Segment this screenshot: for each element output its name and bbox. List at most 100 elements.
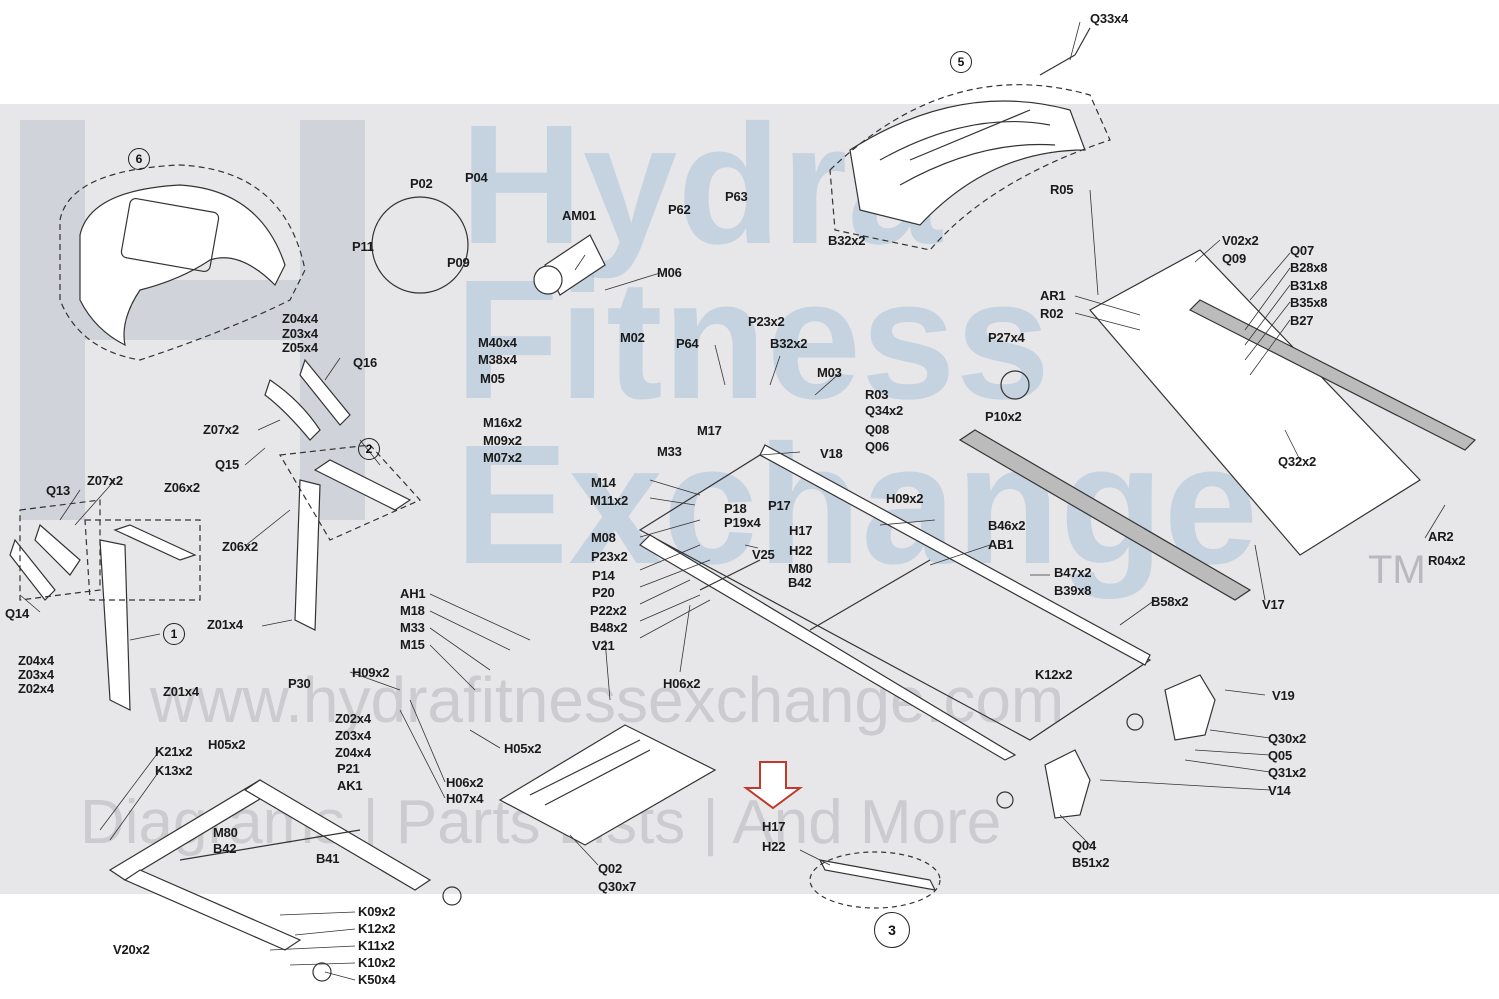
console-display xyxy=(59,164,306,361)
part-label: Z04x4 xyxy=(18,653,54,668)
part-label: K13x2 xyxy=(155,763,193,778)
part-label: V14 xyxy=(1268,783,1291,798)
part-label: M06 xyxy=(657,265,682,280)
part-label: M09x2 xyxy=(483,433,522,448)
leader-lines xyxy=(19,21,1446,981)
part-label: K12x2 xyxy=(358,921,396,936)
part-label: K11x2 xyxy=(358,938,395,953)
part-label: P02 xyxy=(410,176,433,191)
part-label: H06x2 xyxy=(446,775,484,790)
part-label: B47x2 xyxy=(1054,565,1092,580)
part-label: H09x2 xyxy=(886,491,924,506)
part-label: AK1 xyxy=(337,778,363,793)
part-label: Z07x2 xyxy=(87,473,123,488)
part-label: Q33x4 xyxy=(1090,11,1129,26)
part-label: M14 xyxy=(591,475,616,490)
part-label: H22 xyxy=(789,543,813,558)
part-label: M33 xyxy=(400,620,425,635)
part-label: P11 xyxy=(352,239,374,254)
part-label: H07x4 xyxy=(446,791,484,806)
part-label: H06x2 xyxy=(663,676,701,691)
console-hood xyxy=(829,27,1111,251)
part-label: K12x2 xyxy=(1035,667,1073,682)
part-label: V18 xyxy=(820,446,843,461)
part-label: B58x2 xyxy=(1151,594,1189,609)
part-label: M05 xyxy=(480,371,505,386)
part-label: P09 xyxy=(447,255,470,270)
part-label: B41 xyxy=(316,851,340,866)
part-label: M02 xyxy=(620,330,645,345)
part-label: H09x2 xyxy=(352,665,390,680)
part-label: AR1 xyxy=(1040,288,1066,303)
part-label: H05x2 xyxy=(208,737,246,752)
part-label: Q30x7 xyxy=(598,879,637,894)
part-label: P22x2 xyxy=(590,603,627,618)
part-label: B32x2 xyxy=(828,233,866,248)
part-label: Z04x4 xyxy=(282,311,318,326)
part-label: Z01x4 xyxy=(207,617,243,632)
part-label: P14 xyxy=(592,568,615,583)
part-label: H05x2 xyxy=(504,741,542,756)
part-label: P19x4 xyxy=(724,515,761,530)
part-label: V21 xyxy=(592,638,615,653)
part-label: B51x2 xyxy=(1072,855,1110,870)
part-label: B42 xyxy=(213,841,237,856)
part-label: V20x2 xyxy=(113,942,150,957)
part-label: Q31x2 xyxy=(1268,765,1307,780)
part-label: B35x8 xyxy=(1290,295,1328,310)
part-label: Z02x4 xyxy=(335,711,371,726)
callout-1: 1 xyxy=(163,623,185,645)
part-label: P18 xyxy=(724,501,747,516)
down-arrow-icon xyxy=(742,761,804,810)
part-label: M17 xyxy=(697,423,722,438)
part-label: P17 xyxy=(768,498,791,513)
part-label: M15 xyxy=(400,637,425,652)
part-label: AB1 xyxy=(988,537,1014,552)
part-label: V02x2 xyxy=(1222,233,1259,248)
part-label: Z05x4 xyxy=(282,340,318,355)
part-label: Q08 xyxy=(865,422,889,437)
part-label: P62 xyxy=(668,202,691,217)
incline-motor xyxy=(809,851,941,909)
end-caps xyxy=(312,674,1216,982)
part-label: P30 xyxy=(288,676,311,691)
part-label: H22 xyxy=(762,839,786,854)
part-label: P20 xyxy=(592,585,615,600)
part-label: K21x2 xyxy=(155,744,193,759)
part-label: Q13 xyxy=(46,483,70,498)
part-label: P10x2 xyxy=(985,409,1022,424)
part-label: Q16 xyxy=(353,355,377,370)
callout-3: 3 xyxy=(874,912,910,948)
part-label: M33 xyxy=(657,444,682,459)
lower-cover xyxy=(498,724,717,846)
callout-2: 2 xyxy=(358,438,380,460)
part-label: P21 xyxy=(337,761,360,776)
part-label: Q06 xyxy=(865,439,889,454)
part-label: M40x4 xyxy=(478,335,517,350)
part-label: V25 xyxy=(752,547,775,562)
part-label: K09x2 xyxy=(358,904,396,919)
part-label: H17 xyxy=(789,523,813,538)
part-label: V19 xyxy=(1272,688,1295,703)
main-frame xyxy=(638,444,1152,761)
callout-6: 6 xyxy=(128,148,150,170)
part-label: M18 xyxy=(400,603,425,618)
part-label: Q14 xyxy=(5,606,29,621)
part-label: V17 xyxy=(1262,597,1285,612)
part-label: H17 xyxy=(762,819,786,834)
part-label: Q09 xyxy=(1222,251,1246,266)
part-label: P23x2 xyxy=(591,549,628,564)
part-label: Q30x2 xyxy=(1268,731,1307,746)
part-label: Q05 xyxy=(1268,748,1292,763)
part-label: R05 xyxy=(1050,182,1074,197)
part-label: Q15 xyxy=(215,457,239,472)
part-label: Z01x4 xyxy=(163,684,199,699)
part-label: M03 xyxy=(817,365,842,380)
part-label: B28x8 xyxy=(1290,260,1328,275)
part-label: M80 xyxy=(213,825,238,840)
part-label: B32x2 xyxy=(770,336,808,351)
part-label: Q02 xyxy=(598,861,622,876)
